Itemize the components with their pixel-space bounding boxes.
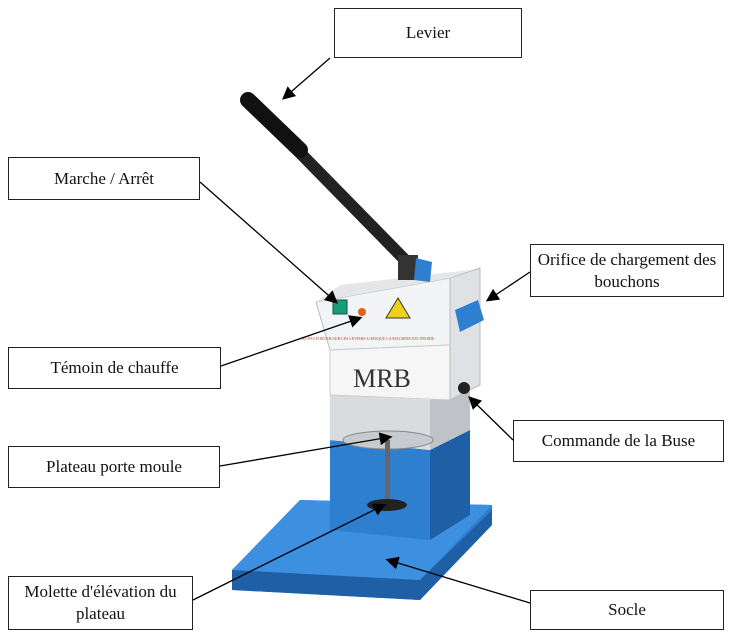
label-molette: Molette d'élévation du plateau xyxy=(8,576,193,630)
head xyxy=(315,267,481,401)
leader-lines xyxy=(192,57,531,604)
warning-text: NE PAS FORCER SUR LES LEVIERS LORSQUE LA… xyxy=(302,336,435,341)
heat-lamp xyxy=(358,308,366,316)
label-temoin: Témoin de chauffe xyxy=(8,347,221,389)
molette-knob xyxy=(367,499,407,511)
label-plateau: Plateau porte moule xyxy=(8,446,220,488)
screw xyxy=(385,440,390,500)
nozzle-knob xyxy=(458,382,470,394)
warning-icon xyxy=(385,297,411,319)
label-marche-arret: Marche / Arrêt xyxy=(8,157,200,200)
loading-orifice xyxy=(455,300,484,332)
brand-logo: MRB xyxy=(353,364,411,393)
lever xyxy=(240,92,432,282)
column xyxy=(330,385,470,540)
label-levier: Levier xyxy=(334,8,522,58)
label-socle: Socle xyxy=(530,590,724,630)
label-commande: Commande de la Buse xyxy=(513,420,724,462)
label-orifice: Orifice de chargement des bouchons xyxy=(530,244,724,297)
power-switch xyxy=(332,299,348,315)
